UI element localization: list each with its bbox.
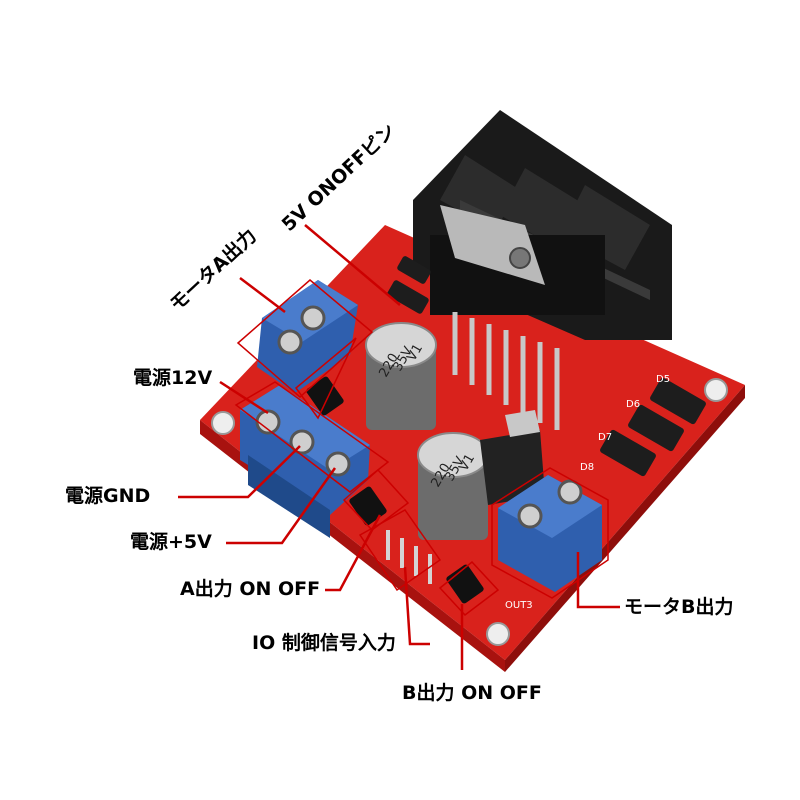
screw-icon — [509, 247, 531, 269]
screw-icon — [300, 305, 326, 331]
mounting-hole — [211, 411, 235, 435]
leader-5v — [226, 467, 337, 545]
label-power-12v: 電源12V — [133, 367, 213, 389]
capacitor-1: 220 35V V1 — [365, 322, 437, 430]
frame-motor-a — [236, 279, 374, 399]
label-d6: D6 — [626, 399, 640, 410]
frame-motor-b — [491, 467, 609, 599]
leader-io — [403, 566, 430, 646]
screw-icon — [517, 503, 543, 529]
screw-icon — [325, 451, 351, 477]
label-out3: OUT3 — [505, 600, 533, 611]
jumper-5v-onoff — [306, 376, 344, 416]
leader-a-on-off — [325, 514, 382, 592]
screw-icon — [277, 329, 303, 355]
screw-icon — [289, 429, 315, 455]
frame-io-header — [358, 509, 442, 592]
leader-gnd — [178, 445, 301, 499]
label-power-plus-5v: 電源+5V — [130, 531, 212, 553]
label-d7: D7 — [598, 432, 612, 443]
terminal-block-motor-b — [498, 475, 602, 592]
leader-motor-b — [576, 552, 620, 609]
screw-icon — [255, 409, 281, 435]
voltage-regulator — [480, 410, 545, 505]
label-power-gnd: 電源GND — [65, 485, 151, 507]
frame-a-jumper — [342, 468, 410, 532]
frame-5v-jumper — [294, 337, 357, 420]
label-motor-b-output: モータB出力 — [624, 596, 734, 618]
heatsink — [413, 110, 672, 340]
jumper-a-enable — [349, 486, 387, 526]
terminal-block-motor-a — [257, 280, 358, 393]
callout-frames — [234, 279, 609, 617]
label-a-output-on-off: A出力 ON OFF — [180, 578, 321, 600]
capacitor-2: 220 35V V1 — [417, 432, 489, 540]
mounting-hole — [486, 622, 510, 646]
leader-12v — [219, 380, 269, 415]
frame-power-terminal — [234, 381, 390, 493]
cap1-series: V1 — [404, 342, 426, 364]
label-io-control-input: IO 制御信号入力 — [252, 632, 396, 654]
smd-diodes: D7 D6 D5 D8 OUT3 — [387, 256, 706, 611]
label-b-output-on-off: B出力 ON OFF — [402, 682, 542, 704]
mounting-hole — [704, 378, 728, 402]
screw-icon — [557, 479, 583, 505]
chip-pins — [452, 312, 560, 430]
leader-motor-a — [239, 277, 286, 313]
label-d5: D5 — [656, 374, 670, 385]
leader-5v-onoff — [304, 224, 401, 306]
cap2-series: V1 — [456, 452, 478, 474]
frame-b-jumper — [438, 560, 500, 617]
label-d8: D8 — [580, 462, 594, 473]
callout-lines — [178, 224, 620, 670]
